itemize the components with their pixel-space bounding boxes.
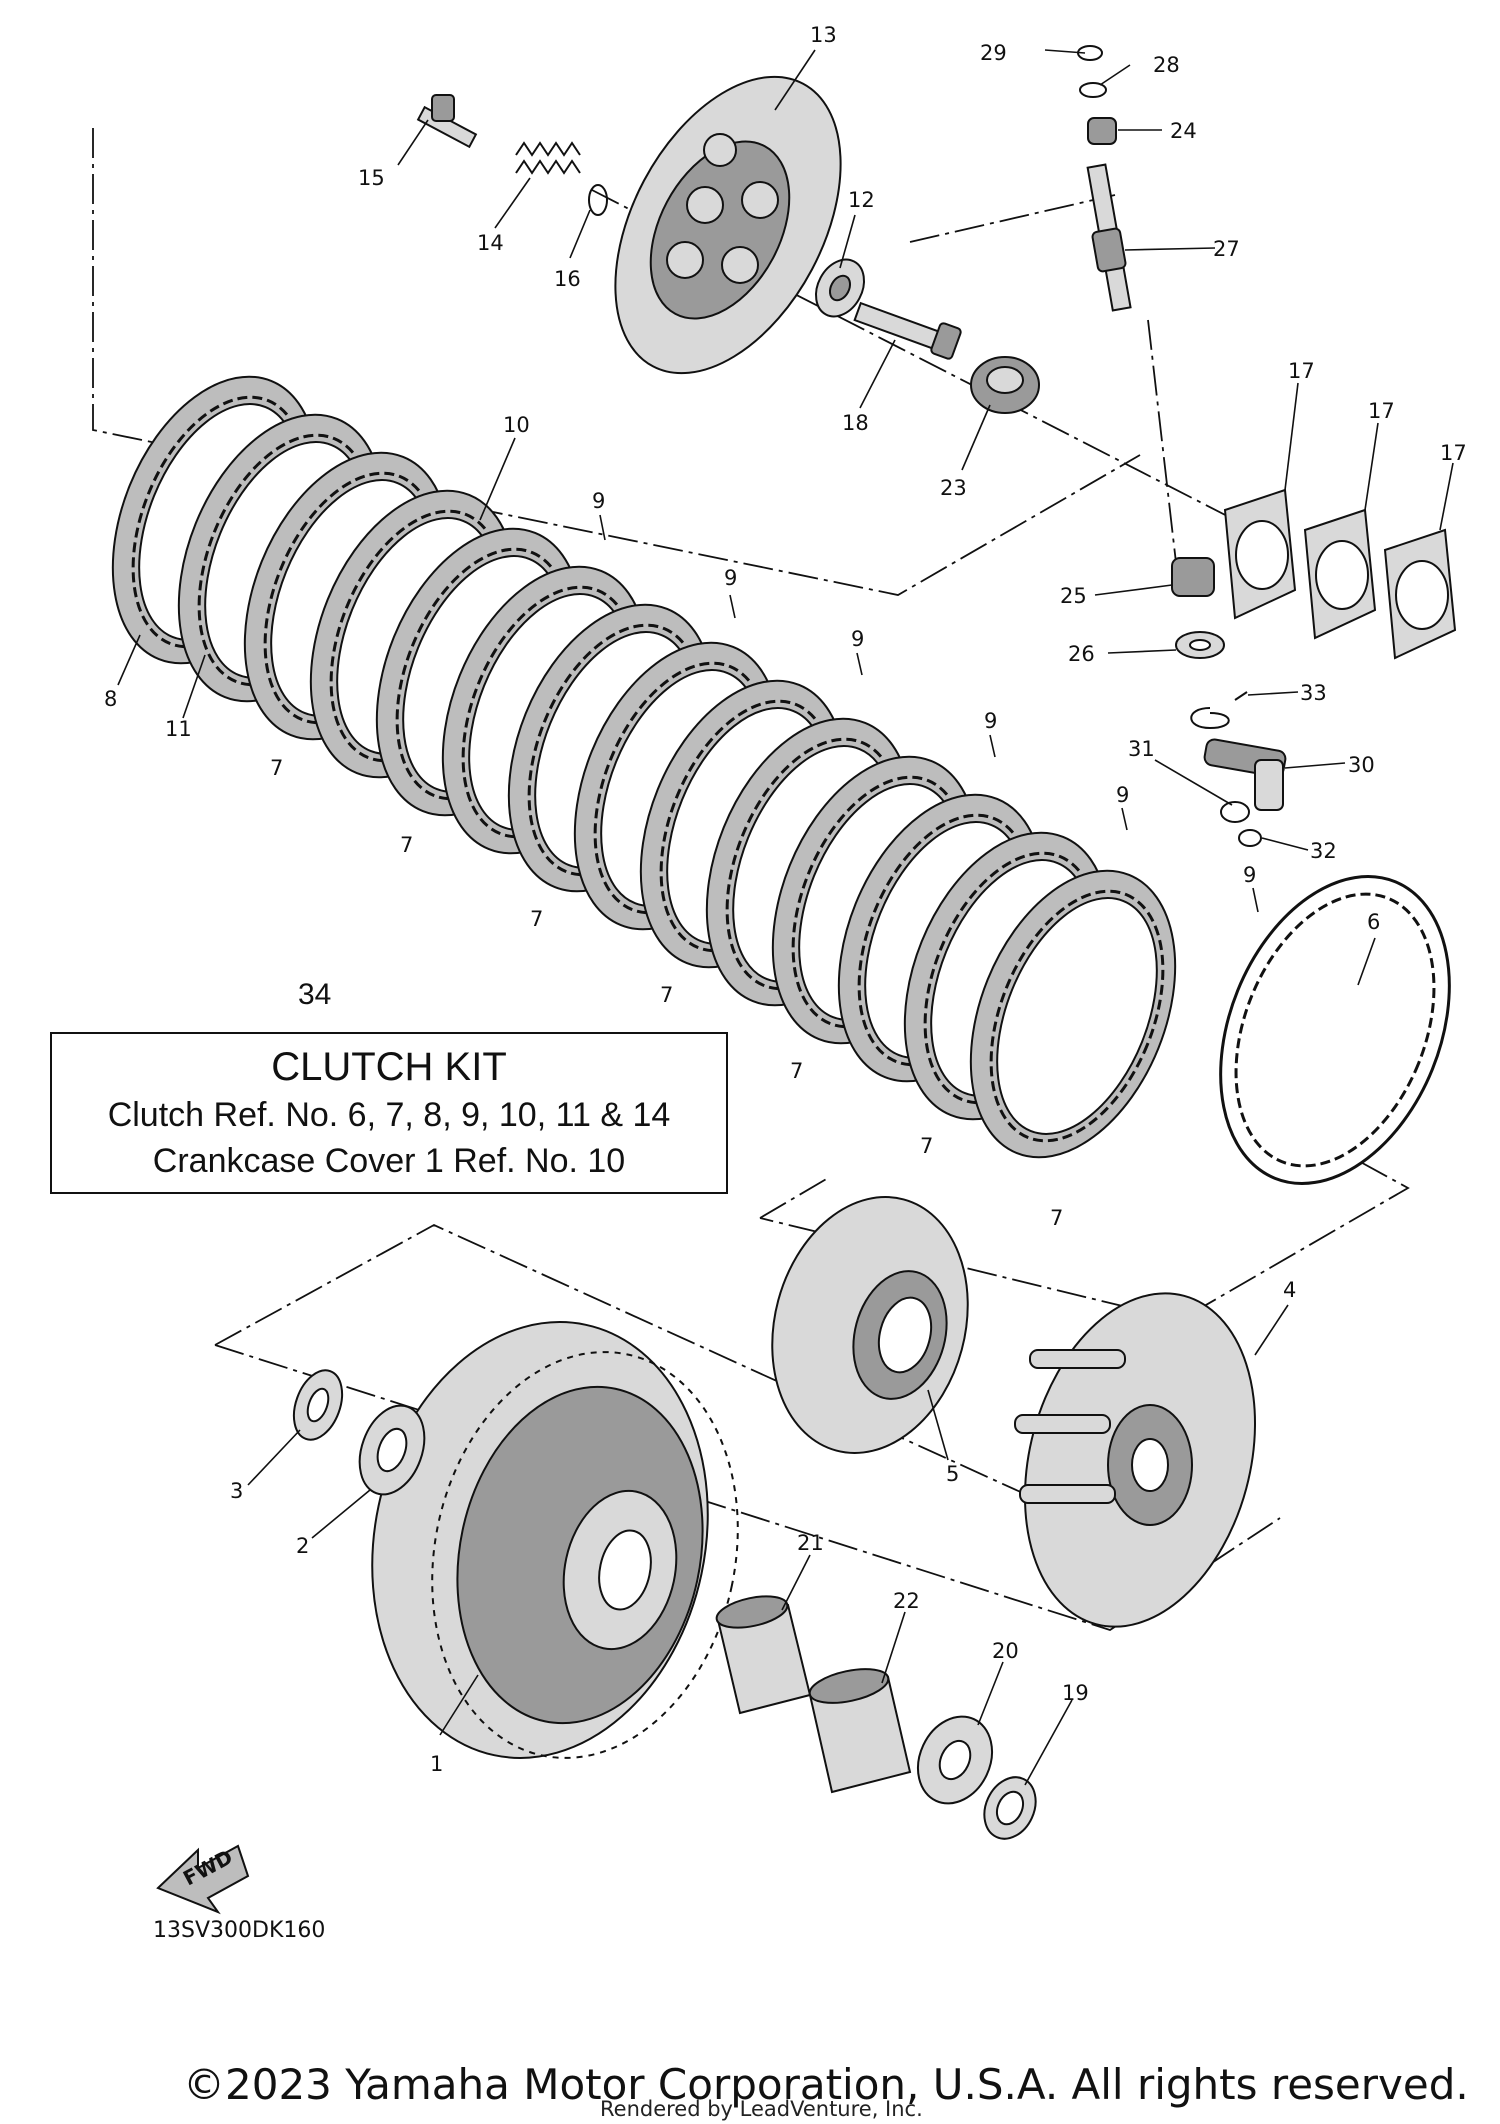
callout-28: 28	[1153, 53, 1180, 77]
callout-20: 20	[992, 1639, 1019, 1663]
clutch-housing-1	[371, 1321, 739, 1759]
callout-26: 26	[1068, 642, 1095, 666]
kit-reference-number: 34	[298, 978, 332, 1011]
callout-17c: 17	[1440, 441, 1467, 465]
callout-3: 3	[230, 1479, 243, 1503]
pressure-plate-13	[614, 75, 842, 375]
callout-7e: 7	[790, 1059, 803, 1083]
callout-7f: 7	[920, 1134, 933, 1158]
nut-23	[970, 356, 1040, 414]
callout-25: 25	[1060, 584, 1087, 608]
kit-crankcase-refs: Crankcase Cover 1 Ref. No. 10	[152, 1142, 626, 1180]
washer-20	[917, 1715, 993, 1805]
callout-9b: 9	[724, 566, 737, 590]
collar-25	[1171, 557, 1215, 597]
spring-33	[1190, 691, 1248, 730]
callout-22: 22	[893, 1589, 920, 1613]
rendered-by-notice: Rendered by LeadVenture, Inc.	[600, 2097, 923, 2121]
callout-33: 33	[1300, 681, 1327, 705]
bearing-12	[815, 258, 865, 318]
push-lever-shaft-27	[1086, 163, 1132, 312]
washer-31	[1220, 801, 1250, 823]
collar-21	[715, 1595, 812, 1715]
diagram-code: 13SV300DK160	[153, 1918, 326, 1943]
callout-11: 11	[165, 717, 192, 741]
callout-7d: 7	[660, 983, 673, 1007]
callout-29: 29	[980, 41, 1007, 65]
callout-7c: 7	[530, 907, 543, 931]
kit-title: CLUTCH KIT	[271, 1045, 507, 1089]
lock-washers-17	[1223, 488, 1457, 660]
callout-21: 21	[797, 1531, 824, 1555]
nut-19	[983, 1776, 1037, 1840]
thrust-washer-2	[358, 1404, 426, 1496]
washer-3	[292, 1369, 344, 1441]
pressure-plate-4	[1014, 1292, 1257, 1628]
spring-14	[515, 141, 581, 175]
washer-28	[1079, 82, 1107, 98]
callout-14: 14	[477, 231, 504, 255]
callout-17a: 17	[1288, 359, 1315, 383]
bolt-15	[416, 94, 478, 149]
callout-7b: 7	[400, 833, 413, 857]
callout-15: 15	[358, 166, 385, 190]
clutch-kit-box: CLUTCH KIT Clutch Ref. No. 6, 7, 8, 9, 1…	[50, 1032, 728, 1194]
callout-2: 2	[296, 1534, 309, 1558]
callout-9f: 9	[1243, 863, 1256, 887]
push-rod-group	[853, 45, 1457, 847]
callout-9a: 9	[592, 489, 605, 513]
fwd-arrow-icon: FWD	[156, 1844, 250, 1915]
circlip-32	[1238, 829, 1262, 847]
callout-27: 27	[1213, 237, 1240, 261]
callout-12: 12	[848, 188, 875, 212]
callout-numbers: 1 2 3 4 5 6 7 7 7 7 7 7 7 7 8 9 9 9 9 9 …	[104, 23, 1467, 1776]
friction-plate-6	[1219, 875, 1451, 1185]
callout-30: 30	[1348, 753, 1375, 777]
callout-7a: 7	[270, 756, 283, 780]
callout-32: 32	[1310, 839, 1337, 863]
lever-30	[1203, 738, 1287, 811]
callout-8: 8	[104, 687, 117, 711]
callout-1: 1	[430, 1752, 443, 1776]
collar-22	[808, 1668, 912, 1794]
bolt-18	[853, 301, 962, 360]
callout-23: 23	[940, 476, 967, 500]
pressure-plate-group	[416, 75, 865, 375]
bearing-26	[1175, 631, 1225, 659]
callout-7g: 7	[1050, 1206, 1063, 1230]
callout-24: 24	[1170, 119, 1197, 143]
leader-lines	[117, 49, 1454, 1786]
callout-9c: 9	[851, 627, 864, 651]
circlip-16	[588, 184, 608, 216]
kit-clutch-refs: Clutch Ref. No. 6, 7, 8, 9, 10, 11 & 14	[107, 1096, 671, 1134]
copyright-notice: ©2023 Yamaha Motor Corporation, U.S.A. A…	[183, 2060, 1469, 2109]
callout-13: 13	[810, 23, 837, 47]
callout-19: 19	[1062, 1681, 1089, 1705]
collar-24	[1087, 117, 1117, 145]
steel-plate	[969, 869, 1177, 1159]
callout-9e: 9	[1116, 783, 1129, 807]
callout-31: 31	[1128, 737, 1155, 761]
clutch-plate-stack	[111, 375, 1451, 1185]
callout-17b: 17	[1368, 399, 1395, 423]
clutch-boss-5	[771, 1196, 969, 1454]
callout-5: 5	[946, 1462, 959, 1486]
callout-9d: 9	[984, 709, 997, 733]
callout-4: 4	[1283, 1278, 1296, 1302]
callout-10: 10	[503, 413, 530, 437]
callout-6: 6	[1367, 910, 1380, 934]
callout-18: 18	[842, 411, 869, 435]
callout-16: 16	[554, 267, 581, 291]
